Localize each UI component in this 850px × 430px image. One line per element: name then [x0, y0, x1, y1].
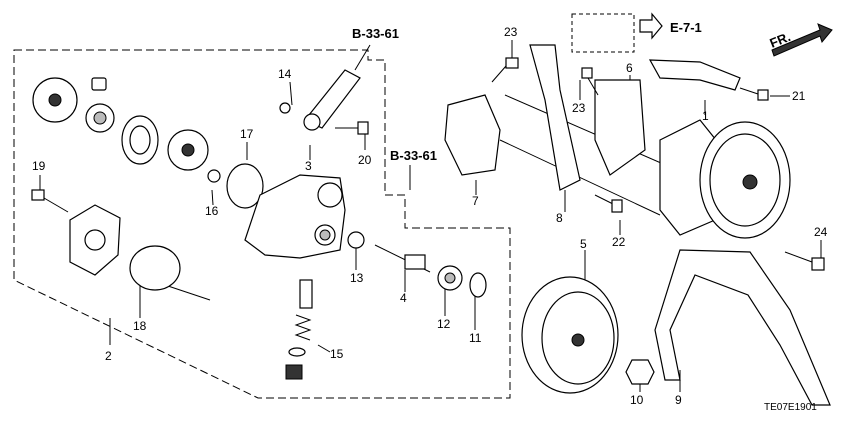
label-23a: 23: [504, 25, 518, 39]
o-ring-16: [207, 169, 221, 183]
rotor: [85, 103, 115, 133]
snap-ring-11: [469, 272, 487, 298]
seal-13: [347, 231, 365, 249]
label-16: 16: [205, 204, 219, 218]
bolt-23a: [491, 57, 519, 83]
label-8: 8: [556, 211, 563, 225]
pipe-clamp: [648, 59, 741, 91]
spring: [294, 314, 312, 341]
ref-e[interactable]: E-7-1: [670, 20, 702, 35]
label-9: 9: [675, 393, 682, 407]
bolt-24: [784, 251, 825, 271]
label-23b: 23: [572, 101, 586, 115]
e-arrow-icon: [639, 12, 663, 40]
label-1: 1: [702, 109, 709, 123]
label-6: 6: [626, 61, 633, 75]
ref-b1[interactable]: B-33-61: [352, 26, 399, 41]
pulley-5: [521, 276, 619, 394]
ref-b2[interactable]: B-33-61: [390, 148, 437, 163]
label-14: 14: [278, 67, 292, 81]
vane: [91, 77, 107, 91]
label-15: 15: [330, 347, 344, 361]
o-ring-14: [279, 102, 291, 114]
label-10: 10: [630, 393, 644, 407]
label-20: 20: [358, 153, 372, 167]
label-19: 19: [32, 159, 46, 173]
label-3: 3: [305, 159, 312, 173]
label-2: 2: [105, 349, 112, 363]
label-24: 24: [814, 225, 828, 239]
label-18: 18: [133, 319, 147, 333]
inlet-joint: [303, 69, 361, 131]
label-4: 4: [400, 291, 407, 305]
ref-fr: FR.: [768, 29, 793, 51]
nut-10: [625, 359, 655, 385]
valve: [299, 279, 313, 309]
bracket-7: [444, 94, 501, 176]
power-steering-pump: [659, 119, 791, 239]
label-13: 13: [350, 271, 364, 285]
rotor-plate: [32, 77, 78, 123]
bolt-19: [31, 189, 69, 213]
cam-ring: [121, 115, 159, 165]
o-ring-17: [226, 163, 264, 209]
label-12: 12: [437, 317, 451, 331]
pump-body: [244, 174, 346, 259]
o-ring-15: [288, 347, 306, 357]
bracket-6: [594, 79, 646, 176]
label-17: 17: [240, 127, 254, 141]
bolt-21: [739, 87, 769, 101]
plug: [285, 364, 303, 380]
side-plate: [167, 129, 209, 171]
label-21: 21: [792, 89, 806, 103]
bolt-20: [335, 121, 369, 135]
label-7: 7: [472, 194, 479, 208]
bolt-23b: [581, 67, 599, 96]
o-ring-18: [129, 245, 181, 291]
front-arrow-icon: [771, 23, 833, 57]
stay-8: [529, 44, 581, 191]
pump-cover: [69, 204, 121, 276]
diagram-code: TE07E1901: [764, 402, 817, 413]
bearing-12: [437, 265, 463, 291]
bolt-22: [594, 194, 623, 213]
label-5: 5: [580, 237, 587, 251]
assembly-boundary: [13, 49, 511, 399]
v-belt-9: [654, 249, 831, 406]
label-11: 11: [469, 331, 482, 345]
label-22: 22: [612, 235, 626, 249]
e-ref-box: [571, 13, 635, 53]
shaft: [374, 244, 431, 273]
